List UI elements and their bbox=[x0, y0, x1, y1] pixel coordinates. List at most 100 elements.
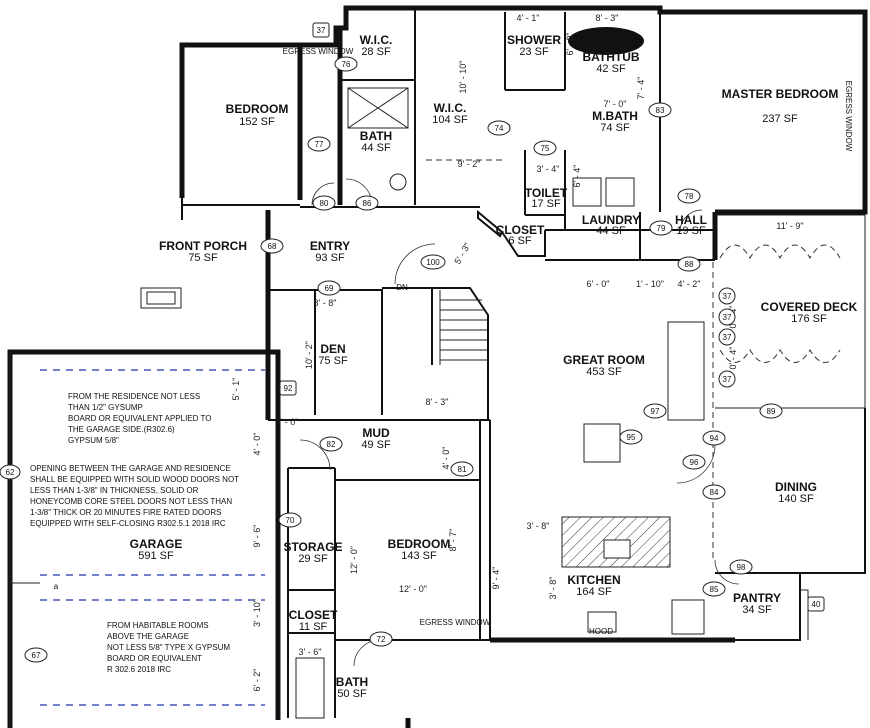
room-name-bedroom-lower: BEDROOM bbox=[388, 537, 451, 551]
staircase bbox=[431, 288, 487, 365]
code-notes: FROM THE RESIDENCE NOT LESS THAN 1/2" GY… bbox=[30, 392, 239, 674]
svg-text:75: 75 bbox=[541, 144, 550, 153]
room-area-garage: 591 SF bbox=[138, 550, 174, 562]
bathtub-shape bbox=[568, 27, 644, 55]
tag-37e: 37 bbox=[718, 370, 736, 388]
svg-text:89: 89 bbox=[767, 407, 776, 416]
room-name-closet-lower: CLOSET bbox=[289, 608, 338, 622]
dim-3-6: 3' - 6" bbox=[299, 647, 322, 657]
fridge bbox=[671, 599, 705, 635]
room-name-toilet: TOILET bbox=[525, 186, 568, 200]
shower-stall bbox=[347, 87, 409, 129]
tag-95: 95 bbox=[619, 429, 643, 445]
room-area-wic-top: 28 SF bbox=[361, 46, 391, 58]
tag-70: 70 bbox=[278, 512, 302, 528]
room-name-closet-center: CLOSET bbox=[496, 223, 545, 237]
dim-3-8b: 3' - 8" bbox=[548, 577, 558, 600]
svg-text:100: 100 bbox=[426, 258, 440, 267]
room-area-master-bath: 74 SF bbox=[600, 122, 630, 134]
wall-closet-angle bbox=[477, 209, 504, 238]
room-area-wic-center: 104 SF bbox=[432, 114, 468, 126]
dim-10-10: 10' - 10" bbox=[458, 61, 468, 94]
room-area-bathtub: 42 SF bbox=[596, 63, 626, 75]
room-name-master-bedroom: MASTER BEDROOM bbox=[722, 87, 839, 101]
dim-7-4: 7' - 4" bbox=[636, 77, 646, 100]
svg-text:98: 98 bbox=[737, 563, 746, 572]
tag-37b: 37 bbox=[718, 287, 736, 305]
dim-5-1: 5' - 1" bbox=[231, 378, 241, 401]
svg-text:70: 70 bbox=[286, 516, 295, 525]
room-area-closet-lower: 11 SF bbox=[299, 621, 328, 633]
room-name-bedroom-left: BEDROOM bbox=[226, 102, 289, 116]
tag-83: 83 bbox=[648, 102, 672, 118]
svg-text:74: 74 bbox=[495, 124, 504, 133]
tag-78: 78 bbox=[677, 188, 701, 204]
svg-text:67: 67 bbox=[32, 651, 41, 660]
room-area-bedroom-lower: 143 SF bbox=[401, 550, 437, 562]
egress-window-lower: EGRESS WINDOW bbox=[420, 618, 491, 627]
sink bbox=[603, 539, 631, 559]
room-name-wic-center: W.I.C. bbox=[434, 101, 467, 115]
room-name-dining: DINING bbox=[775, 480, 817, 494]
svg-text:37: 37 bbox=[723, 313, 732, 322]
room-area-bedroom-left: 152 SF bbox=[239, 116, 275, 128]
room-name-pantry: PANTRY bbox=[733, 591, 781, 605]
tag-67: 67 bbox=[24, 647, 48, 663]
tag-86: 86 bbox=[355, 195, 379, 211]
room-area-mud: 49 SF bbox=[361, 439, 391, 451]
room-name-kitchen: KITCHEN bbox=[567, 573, 620, 587]
dim-8-7: 8' - 7" bbox=[448, 529, 458, 552]
room-area-front-porch: 75 SF bbox=[188, 252, 218, 264]
svg-text:40: 40 bbox=[812, 600, 821, 609]
note-habitable-3: NOT LESS 5/8" TYPE X GYPSUM bbox=[107, 643, 230, 652]
room-area-covered-deck: 176 SF bbox=[791, 313, 827, 325]
room-name-hall: HALL bbox=[675, 213, 707, 227]
room-area-pantry: 34 SF bbox=[742, 604, 772, 616]
hood-label: HOOD bbox=[589, 627, 613, 636]
dim-7-0: 7' - 0" bbox=[604, 99, 627, 109]
dim-9-2: 9' - 2" bbox=[458, 159, 481, 169]
dim-3-0: 3' - 0" bbox=[276, 417, 299, 427]
room-area-kitchen: 164 SF bbox=[576, 586, 612, 598]
room-name-garage: GARAGE bbox=[130, 537, 183, 551]
range bbox=[587, 611, 617, 633]
dim-9-6: 9' - 6" bbox=[252, 525, 262, 548]
room-name-bath-lower: BATH bbox=[336, 675, 368, 689]
room-area-toilet: 17 SF bbox=[531, 198, 561, 210]
room-area-great-room: 453 SF bbox=[586, 366, 622, 378]
room-name-front-porch: FRONT PORCH bbox=[159, 239, 247, 253]
dim-5-3: 5' - 3" bbox=[452, 241, 472, 266]
tag-40: 40 bbox=[807, 596, 825, 612]
svg-text:78: 78 bbox=[685, 192, 694, 201]
svg-text:37: 37 bbox=[723, 333, 732, 342]
svg-text:84: 84 bbox=[710, 488, 719, 497]
wall-den-outline bbox=[268, 289, 383, 415]
note-opening-2: SHALL BE EQUIPPED WITH SOLID WOOD DOORS … bbox=[30, 475, 239, 484]
dim-8-8: 8' - 8" bbox=[314, 298, 337, 308]
tag-76: 76 bbox=[334, 56, 358, 72]
svg-text:68: 68 bbox=[268, 242, 277, 251]
dim-3-8a: 3' - 8" bbox=[527, 521, 550, 531]
tag-77: 77 bbox=[307, 136, 331, 152]
tag-85: 85 bbox=[702, 581, 726, 597]
svg-text:96: 96 bbox=[690, 458, 699, 467]
element-tags: 37 76 77 80 86 74 75 83 78 79 88 68 100 … bbox=[0, 22, 825, 663]
wall-top-right bbox=[415, 5, 868, 215]
tag-72: 72 bbox=[369, 631, 393, 647]
note-habitable-4: BOARD OR EQUIVALENT bbox=[107, 654, 202, 663]
room-area-master-bedroom: 237 SF bbox=[762, 113, 798, 125]
dim-9-4: 9' - 4" bbox=[491, 567, 501, 590]
room-name-covered-deck: COVERED DECK bbox=[761, 300, 858, 314]
tag-68: 68 bbox=[260, 238, 284, 254]
room-name-shower: SHOWER bbox=[507, 33, 561, 47]
wall-bedroom-bottom bbox=[181, 198, 300, 206]
porch-bench bbox=[140, 287, 182, 309]
dim-6-2: 6' - 2" bbox=[252, 669, 262, 692]
tag-81: 81 bbox=[450, 461, 474, 477]
room-name-bathtub: BATHTUB bbox=[582, 50, 639, 64]
note-habitable-2: ABOVE THE GARAGE bbox=[107, 632, 189, 641]
note-gypsum-residence-3: BOARD OR EQUIVALENT APPLIED TO bbox=[68, 414, 211, 423]
note-opening-5: 1-3/8" THICK OR 20 MINUTES FIRE RATED DO… bbox=[30, 508, 221, 517]
tag-37a: 37 bbox=[312, 22, 330, 38]
note-gypsum-residence-2: THAN 1/2" GYSUMP bbox=[68, 403, 143, 412]
